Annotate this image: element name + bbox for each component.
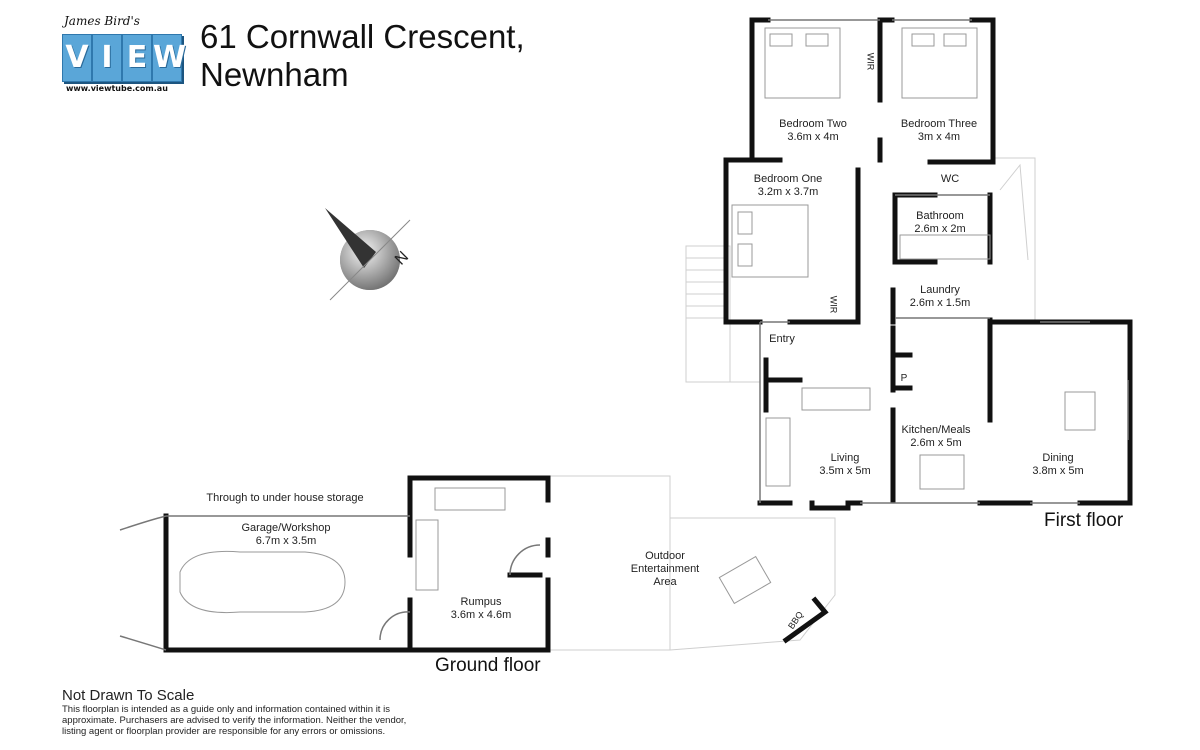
room-entry: Entry — [769, 333, 795, 346]
ground-floor-label: Ground floor — [435, 655, 541, 676]
room-name: Bathroom — [916, 210, 964, 222]
property-address: 61 Cornwall Crescent, Newnham — [200, 18, 525, 94]
room-name: Rumpus — [460, 596, 502, 608]
pantry-label: P — [900, 373, 908, 384]
brand-logo: James Bird's V I E W www.viewtube.com.au — [58, 14, 188, 98]
room-name: Living — [830, 452, 860, 464]
robe-label-2: WIR — [828, 295, 839, 314]
room-size: 3.2m x 3.7m — [757, 186, 819, 198]
room-name: Dining — [1042, 452, 1074, 464]
brand-url: www.viewtube.com.au — [66, 84, 168, 93]
address-line-1: 61 Cornwall Crescent, — [200, 18, 525, 55]
room-size: 2.6m x 2m — [914, 223, 966, 235]
room-name: Garage/Workshop — [241, 522, 331, 534]
room-name: Kitchen/Meals — [901, 424, 971, 436]
disclaimer: Not Drawn To Scale This floorplan is int… — [62, 687, 492, 738]
room-size: 6.7m x 3.5m — [255, 535, 317, 547]
storage-note: Through to under house storage — [206, 492, 364, 504]
ground-floor-walls — [163, 475, 829, 653]
disclaimer-line-2: approximate. Purchasers are advised to v… — [62, 715, 407, 726]
room-name: Bedroom One — [753, 173, 823, 185]
room-name: Laundry — [920, 284, 960, 296]
room-size: 3.5m x 5m — [819, 465, 871, 477]
address-line-2: Newnham — [200, 56, 349, 93]
deck-outlines — [548, 157, 1036, 651]
compass-icon — [325, 208, 411, 301]
first-floor-thin-walls — [759, 19, 1129, 504]
disclaimer-line-1: This floorplan is intended as a guide on… — [62, 704, 390, 715]
disclaimer-line-3: listing agent or floorplan provider are … — [62, 726, 386, 737]
room-size: 3.6m x 4m — [787, 131, 839, 143]
robe-label-1: WIR — [865, 52, 876, 71]
logo-letter-3: E — [122, 34, 152, 82]
room-wc: WC — [941, 173, 959, 186]
logo-letter-1: V — [62, 34, 92, 82]
furniture — [179, 27, 1096, 614]
disclaimer-title: Not Drawn To Scale — [62, 687, 195, 704]
first-floor-label: First floor — [1044, 510, 1124, 531]
room-size: 3.8m x 5m — [1032, 465, 1084, 477]
room-size: 2.6m x 5m — [910, 437, 962, 449]
room-size: 3.6m x 4.6m — [450, 609, 512, 621]
logo-letter-4: W — [152, 34, 186, 82]
room-name: Bedroom Two — [779, 118, 847, 130]
brand-tagline: James Bird's — [64, 14, 140, 28]
room-name: Bedroom Three — [900, 118, 978, 130]
room-size: 3m x 4m — [917, 131, 961, 143]
room-size: 2.6m x 1.5m — [909, 297, 971, 309]
room-name: Entry — [769, 333, 795, 345]
ground-floor-thin-walls — [119, 515, 541, 651]
logo-letter-2: I — [92, 34, 122, 82]
room-name: WC — [940, 173, 960, 185]
brand-wordmark: V I E W — [62, 34, 186, 88]
